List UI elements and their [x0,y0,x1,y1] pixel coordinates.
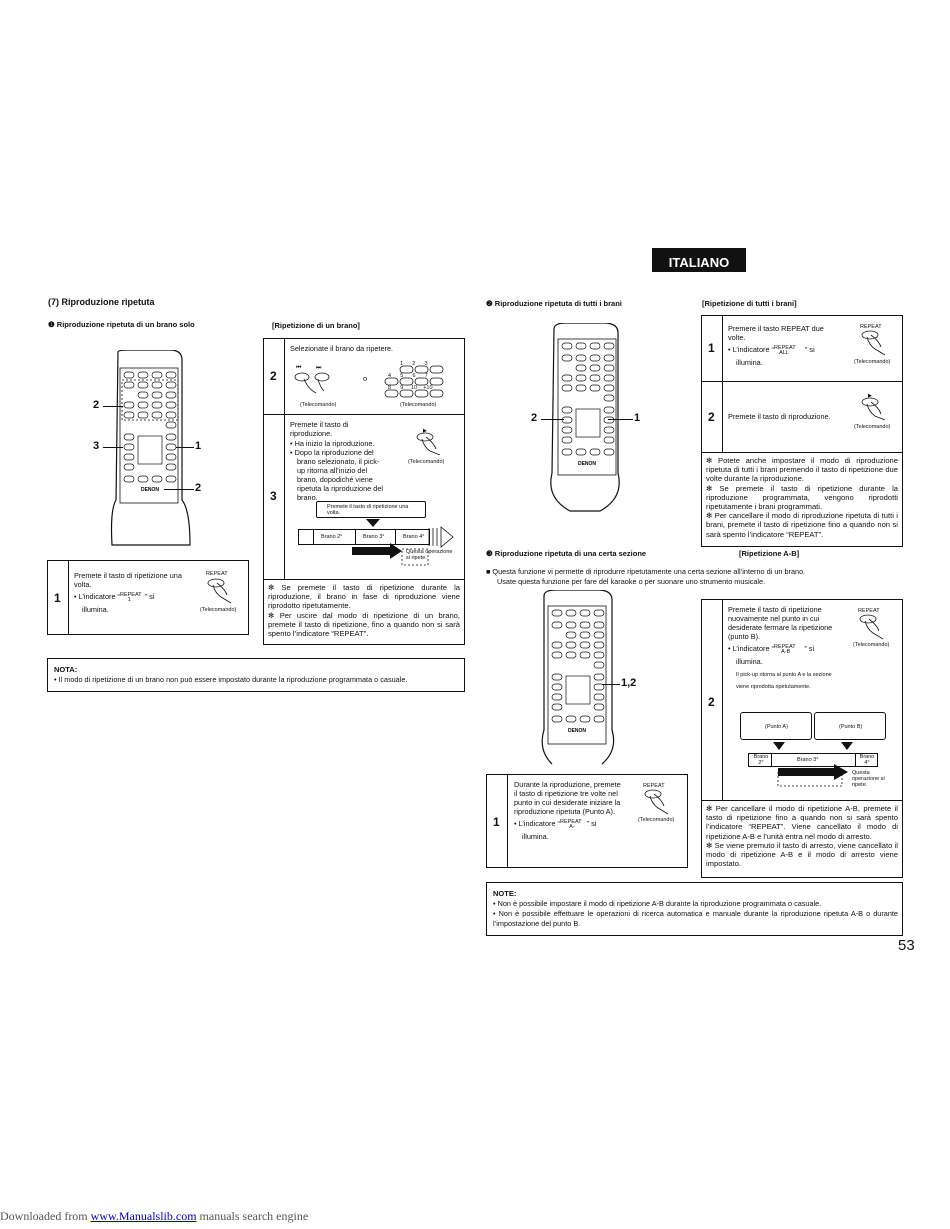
subsection-title-single: ❶ Riproduzione ripetuta di un brano solo [48,320,195,329]
or-text: o [363,374,368,383]
svg-text:DENON: DENON [141,487,159,493]
nota-text: • Il modo di ripetizione di un brano non… [54,675,408,684]
ab-track-strip: Brano 2° Brano 3° Brano 4° [748,753,878,767]
repeat-arrow-icon [352,543,429,566]
repeat-button-label: REPEAT [206,571,228,577]
track-strip: Brano 2° Brano 3° Brano 4° [298,529,430,545]
callout-2-bottom: 2 [195,482,202,494]
step3-text: Premete il tasto di riproduzione. • Ha i… [290,420,383,502]
remote-note: (Telecomando) [854,424,891,430]
repeat-note: Questa operazione si ripete. [406,549,453,561]
callout-2-top: 2 [93,399,100,411]
hand-press-icon [207,578,232,604]
step3-number: 3 [270,489,277,503]
ab-step2-box: 2 Premete il tasto di ripetizione nuovam… [701,599,903,878]
single-step1-box: 1 Premete il tasto di ripetizione una vo… [47,560,249,635]
step-number: 1 [493,815,500,829]
repeat-button-label: REPEAT [858,608,880,614]
track-label: Brano 3° [363,534,385,540]
number-keys-icon [384,365,444,398]
remote-illustration: DENON [110,350,191,546]
tele-c: (Telecomando) [408,459,445,465]
nota-title: NOTA: [54,665,78,674]
step-number: 1 [54,591,61,605]
svg-text:▶: ▶ [868,393,872,399]
note-title: NOTE: [493,889,517,898]
ab-step1-box: 1 Durante la riproduzione, premete il ta… [486,774,688,868]
point-a-box: (Punto A) [740,712,812,740]
down-arrow-b-icon [841,742,853,750]
remote-note: (Telecomando) [854,359,891,365]
manualslib-link[interactable]: www.Manualslib.com [90,1209,197,1223]
number-key-labels-top: 1 2 3 [400,361,428,367]
point-b-box: (Punto B) [814,712,886,740]
hand-press-icon: ▶ [861,393,886,421]
svg-text:⏭: ⏭ [316,364,322,371]
remote-illustration: DENON [541,590,615,765]
bracket-title-single: [Ripetizione di un brano] [272,321,360,330]
tele-b: (Telecomando) [400,402,437,408]
all-notes: ✻ Potete anche impostare il modo di ripr… [706,456,898,539]
svg-text:⏮: ⏮ [296,364,302,371]
subsection-title-ab: ❸ Riproduzione ripetuta di una certa sez… [486,549,647,558]
repeat-arrow-icon [777,764,848,787]
subsection-title-all: ❷ Riproduzione ripetuta di tutti i brani [486,299,622,308]
nota-box: NOTA: • Il modo di ripetizione di un bra… [47,658,465,692]
note-text: • Non è possibile impostare il modo di r… [493,899,898,928]
hand-press-icon: ▶ [416,428,441,455]
remote-illustration: DENON [550,323,620,512]
step-text: Premete il tasto di riproduzione. [728,412,831,421]
callout-1-2: 1,2 [621,677,637,689]
callout-1: 1 [195,440,202,452]
down-arrow-a-icon [773,742,785,750]
down-arrow-icon [366,519,380,527]
remote-note: (Telecomando) [853,642,890,648]
svg-text:DENON: DENON [568,728,586,734]
continue-arrow-icon [428,526,454,548]
hand-press-icon [644,789,669,815]
step2-number: 2 [270,369,277,383]
callout-3: 3 [93,440,100,452]
skip-buttons-icon: ⏮⏭ [294,364,330,394]
svg-text:DENON: DENON [578,461,596,467]
number-key-labels-mid: 4 5 6 7 [388,373,428,379]
repeat-button-label: REPEAT [643,783,665,789]
single-steps-box: 2 Selezionate il brano da ripetere. ⏮⏭ (… [263,338,465,645]
note-box: NOTE: • Non è possibile impostare il mod… [486,882,903,936]
repeat-button-label: REPEAT [860,324,882,330]
bracket-title-ab: [Ripetizione A-B] [739,549,800,558]
step-number: 2 [708,695,715,709]
ab-intro-2: Usate questa funzione per fare del karao… [497,577,766,586]
footer: Downloaded from www.Manualslib.com manua… [0,1209,309,1223]
section-title: (7) Riproduzione ripetuta [48,297,155,307]
step-number: 2 [708,410,715,424]
hand-press-icon [859,614,884,640]
page-number: 53 [898,937,915,954]
step-text: Premere il tasto REPEAT due volte. • L’i… [728,324,824,367]
diagram-label-box: Premete il tasto di ripetizione una volt… [316,501,426,518]
step-text: Durante la riproduzione, premete il tast… [514,780,621,841]
callout-1: 1 [634,412,641,424]
step-number: 1 [708,341,715,355]
track-label: Brano 2° [321,534,343,540]
svg-text:▶: ▶ [423,428,427,434]
step-text: Premete il tasto di ripetizione nuovamen… [728,605,833,690]
language-tab: ITALIANO [652,248,746,272]
callout-2: 2 [531,412,538,424]
repeat-note: Questa operazione si ripete. [852,770,885,788]
remote-note: (Telecomando) [200,607,237,613]
ab-intro-1: ■ Questa funzione vi permette di riprodu… [486,567,806,576]
step2-text: Selezionate il brano da ripetere. [290,344,394,353]
all-steps-box: 1 Premere il tasto REPEAT due volte. • L… [701,315,903,547]
step-text: Premete il tasto di ripetizione una volt… [74,571,182,614]
bracket-title-all: [Ripetizione di tutti i brani] [702,299,797,308]
hand-press-icon [861,330,886,356]
ab-notes: ✻ Per cancellare il modo di ripetizione … [706,804,898,869]
remote-note: (Telecomando) [638,817,675,823]
single-notes: ✻ Se premete il tasto di ripetizione dur… [268,583,460,639]
tele-a: (Telecomando) [300,402,337,408]
number-key-labels-bot: 8 9 10 +10 [388,385,433,391]
track-label: Brano 4° [403,534,425,540]
